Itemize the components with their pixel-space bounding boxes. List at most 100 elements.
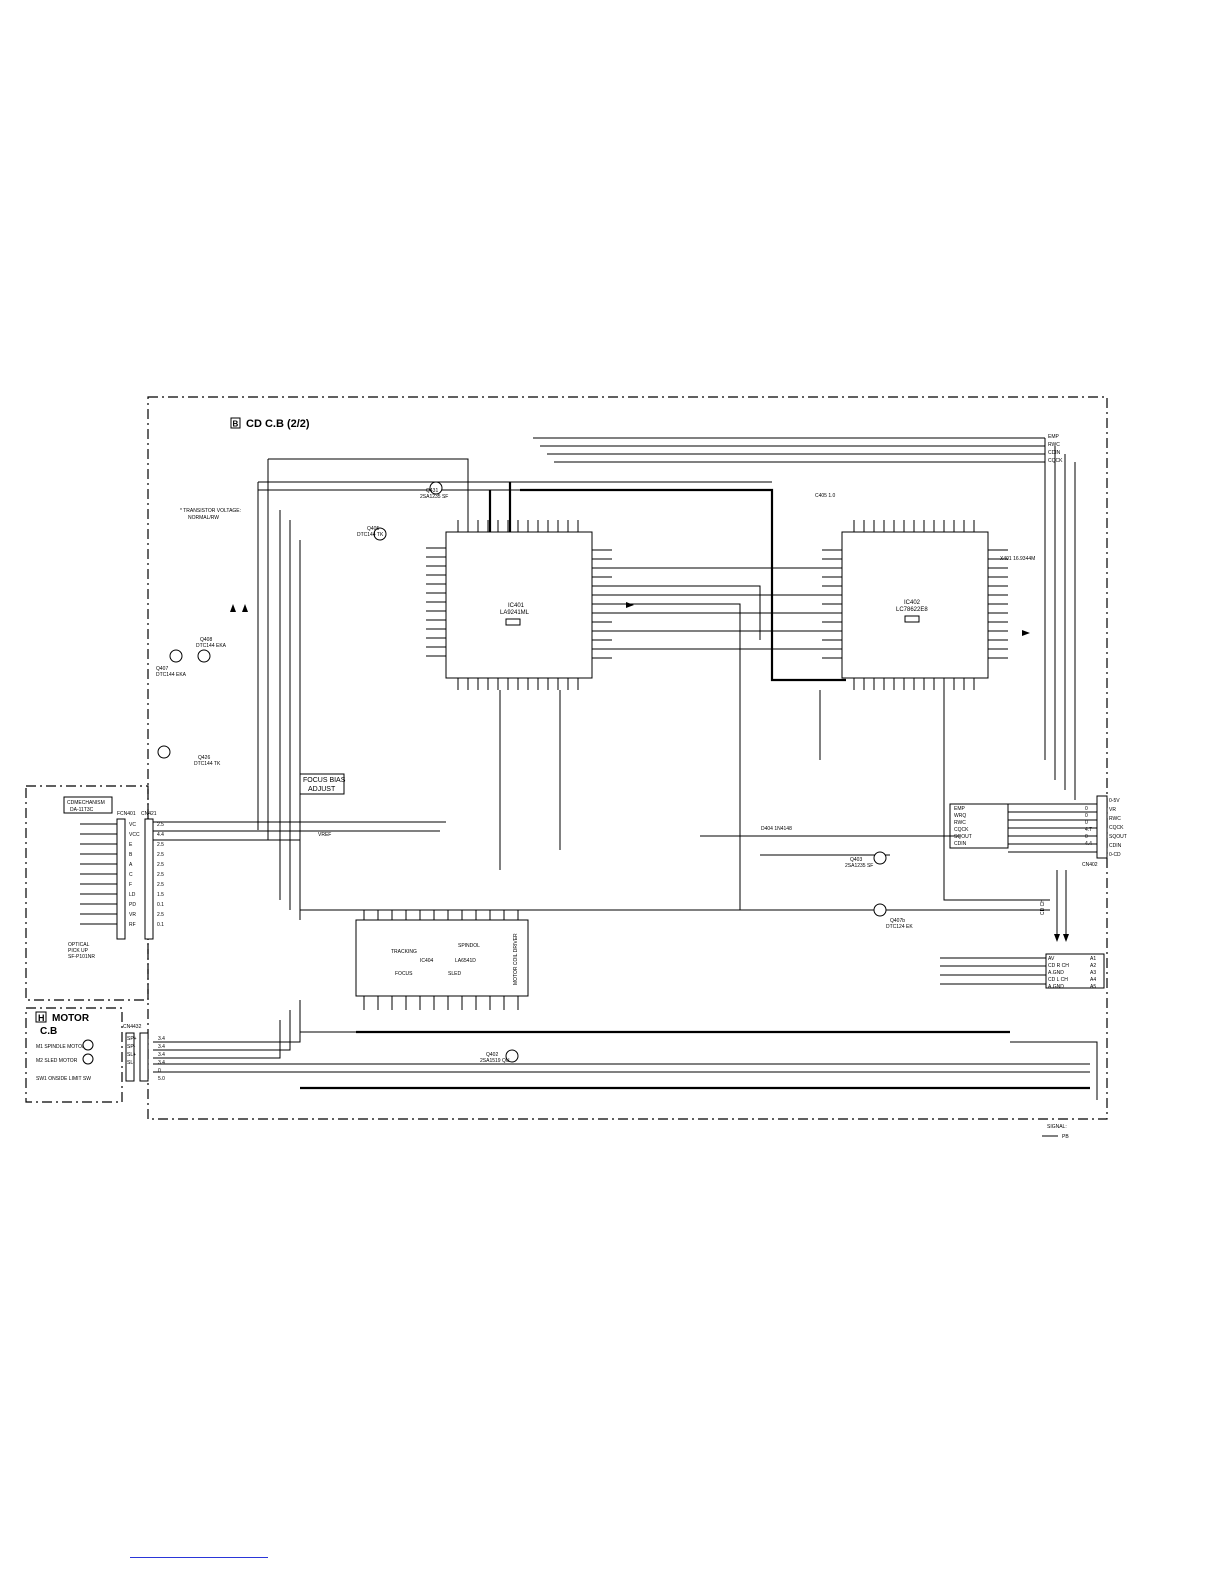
left-pin-volt: 0.1: [157, 922, 164, 928]
audio-pin-id: A4: [1090, 977, 1096, 983]
signal-arrow-1: [626, 602, 634, 608]
audio-conn-box: [1045, 953, 1105, 989]
cn402-pin-label: CDIN: [1109, 843, 1122, 849]
audio-pin-id: A3: [1090, 970, 1096, 976]
pickup-line2: PICK UP: [68, 948, 89, 954]
left-pin-volt: 2.5: [157, 862, 164, 868]
left-pin-volt: 2.5: [157, 882, 164, 888]
mechanism-title2: DA-11T3C: [70, 807, 94, 813]
left-pin-volt: 2.5: [157, 842, 164, 848]
audio-pin-id: A5: [1090, 984, 1096, 990]
q407b-ref: Q407b: [890, 918, 905, 924]
motor-outline: [25, 1007, 123, 1103]
left-pin-volt: 2.5: [157, 852, 164, 858]
signal-legend-label: SIGNAL:: [1047, 1124, 1067, 1130]
motor-m1: M1 SPINDLE MOTOR: [36, 1044, 86, 1050]
ic404-part: LA6541D: [455, 958, 476, 964]
ic402: IC402 LC78622E8: [841, 531, 989, 679]
signal-arrow-3: [230, 604, 236, 612]
motor-title: MOTOR: [52, 1013, 90, 1024]
cn402-signal-name: WRQ: [954, 813, 966, 819]
left-pin-volt: 2.5: [157, 872, 164, 878]
cn402-signal-name: RWC: [954, 820, 966, 826]
pickup-line1: OPTICAL: [68, 942, 90, 948]
ic402-part: LC78622E8: [896, 607, 928, 613]
q431-ref: Q431: [426, 488, 438, 494]
cn402-signal-name: EMP: [954, 806, 966, 812]
cd-ch-label: CD CH: [1040, 899, 1046, 915]
mechanism-title-box: [63, 796, 113, 814]
cn4432-connector: [125, 1032, 135, 1082]
top-signal-label: CQCK: [1048, 458, 1063, 464]
left-pin-name: F: [129, 882, 132, 888]
signal-arrow-6: [1063, 934, 1069, 942]
cn402-signal-volt: 0: [1085, 813, 1088, 819]
conn-fcn401: FCN401: [117, 811, 136, 817]
sled-motor-symbol: [82, 1053, 94, 1065]
mechanism-title1: CDMECHANISM: [67, 800, 105, 806]
left-pin-volt: 1.5: [157, 892, 164, 898]
cn402-pin-label: SQOUT: [1109, 834, 1127, 840]
wiring: [153, 437, 1098, 1100]
ic404-label-driver: MOTOR COIL DRIVER: [513, 933, 519, 985]
cn402-connector: [1096, 795, 1108, 859]
cn402-signal-volt: 0: [1085, 806, 1088, 812]
board-title: CD C.B (2/2): [246, 418, 310, 430]
ic401-body: [445, 531, 593, 679]
cn402-signal-name: CQCK: [954, 827, 969, 833]
audio-pin-id: A2: [1090, 963, 1096, 969]
left-pin-name: RF: [129, 922, 136, 928]
fcn401-connector: [116, 818, 126, 940]
conn-cn421: CN421: [141, 811, 157, 817]
left-pin-volt: 0.1: [157, 902, 164, 908]
q408-part: DTC144 EKA: [196, 643, 227, 649]
signal-legend-sub: PB: [1062, 1134, 1069, 1140]
q407-ref: Q407: [156, 666, 168, 672]
q405-part: DTC144 TK: [357, 532, 384, 538]
left-pin-name: LD: [129, 892, 136, 898]
top-signal-label: RWC: [1048, 442, 1060, 448]
audio-signal-name: CD L CH: [1048, 977, 1068, 983]
motor-pin-name: SP-: [127, 1044, 136, 1050]
ic404-label-spindol: SPINDOL: [458, 943, 480, 949]
cn421-connector: [144, 818, 154, 940]
ic404: IC404 LA6541D TRACKING FOCUS SLED SPINDO…: [355, 919, 529, 997]
cn402-signal-volt: 0: [1085, 834, 1088, 840]
signal-arrow-4: [242, 604, 248, 612]
cn402-ref: CN402: [1082, 862, 1098, 868]
cn402-signal-volt: 0: [1085, 820, 1088, 826]
cn402-pin-label: 0-5V: [1109, 798, 1120, 804]
focus-bias-line1: FOCUS BIAS: [303, 777, 346, 784]
audio-signal-name: AV: [1048, 956, 1055, 962]
motor-pin-volt: 5.0: [158, 1076, 165, 1082]
motor-sub: C.B: [40, 1026, 57, 1037]
left-pin-volt: 2.5: [157, 912, 164, 918]
board-letter: B: [233, 420, 239, 429]
q403-ref: Q403: [850, 857, 862, 863]
motor-pin-volt: 3.4: [158, 1036, 165, 1042]
motor-pin-volt: 3.4: [158, 1044, 165, 1050]
left-pin-name: VC: [129, 822, 136, 828]
q402-part: 2SA1519 QU: [480, 1058, 510, 1064]
left-pin-name: VR: [129, 912, 136, 918]
board-outline: [147, 396, 1108, 1120]
audio-pin-id: A1: [1090, 956, 1096, 962]
ic401-ref: IC401: [508, 603, 525, 609]
d404-label: D404 1N4148: [761, 826, 792, 832]
motor-letter-box: [35, 1011, 47, 1023]
motor-pin-volt: 3.4: [158, 1060, 165, 1066]
ic404-body: [355, 919, 529, 997]
motor-sw: SW1 ONSIDE LIMIT SW: [36, 1076, 91, 1082]
q408-ref: Q408: [200, 637, 212, 643]
audio-signal-name: A.GND: [1048, 984, 1064, 990]
cn4432b-connector: [139, 1032, 149, 1082]
ic404-label-tracking: TRACKING: [391, 949, 417, 955]
ic404-label-sled: SLED: [448, 971, 461, 977]
left-pin-name: C: [129, 872, 133, 878]
c405-label: C405 1.0: [815, 493, 836, 499]
pickup-line3: SF-P101NR: [68, 954, 95, 960]
motor-pin-volt: 0: [158, 1068, 161, 1074]
q407-part: DTC144 EKA: [156, 672, 187, 678]
